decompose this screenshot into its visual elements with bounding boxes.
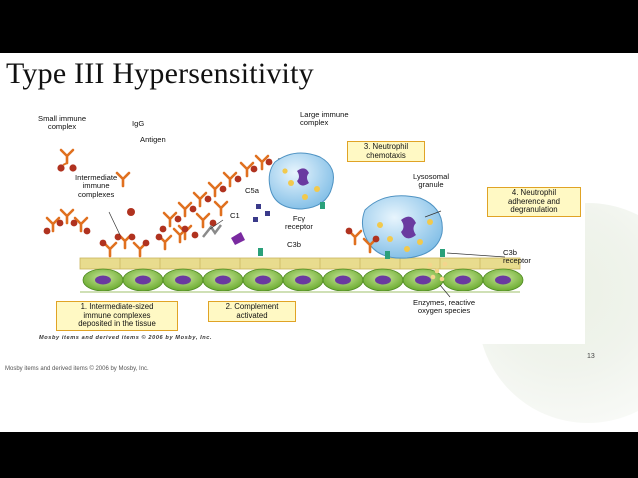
neutrophil-degranulation-glyph: [345, 195, 506, 298]
footer-credit: Mosby items and derived items © 2006 by …: [5, 366, 149, 372]
large-immune-complex-glyph: [159, 154, 298, 241]
label-large-immune-complex: Large immune complex: [300, 110, 349, 128]
step-1-box: 1. Intermediate-sized immune complexes d…: [56, 301, 178, 331]
antigen-glyph: [127, 208, 135, 216]
slide-number: 13: [587, 353, 595, 360]
label-small-immune-complex: Small immune complex: [38, 114, 87, 132]
small-immune-complex-glyph: [57, 148, 77, 172]
label-fc-receptor: Fcγ receptor: [285, 214, 313, 232]
label-c1: C1: [230, 211, 240, 220]
basement-membrane: [79, 257, 521, 270]
neutrophil-chemotaxis-glyph: [268, 152, 334, 210]
label-antigen: Antigen: [140, 135, 166, 144]
label-c3b: C3b: [287, 240, 301, 249]
label-c5a: C5a: [245, 186, 259, 195]
slide-title: Type III Hypersensitivity: [6, 57, 314, 90]
intermediate-complexes-glyph: [43, 208, 189, 258]
label-c3b-receptor: C3b receptor: [503, 248, 531, 266]
complement-glyphs: [202, 204, 270, 256]
label-igg: IgG: [132, 119, 145, 128]
label-intermediate-immune-complexes: Intermediate immune complexes: [75, 173, 118, 199]
label-enzymes: Enzymes, reactive oxygen species: [413, 298, 476, 316]
step-3-box: 3. Neutrophil chemotaxis: [347, 141, 425, 163]
tissue-cells: [80, 268, 524, 293]
label-lysosomal-granule: Lysosomal granule: [413, 172, 450, 190]
step-2-box: 2. Complement activated: [208, 301, 296, 323]
igg-glyph: [115, 171, 131, 188]
hypersensitivity-diagram: Small immune complex IgG Antigen Large i…: [35, 107, 585, 344]
step-4-box: 4. Neutrophil adherence and degranulatio…: [487, 187, 581, 217]
figure-credit: Mosby items and derived items © 2006 by …: [39, 335, 213, 341]
diagram-art: [43, 148, 524, 298]
